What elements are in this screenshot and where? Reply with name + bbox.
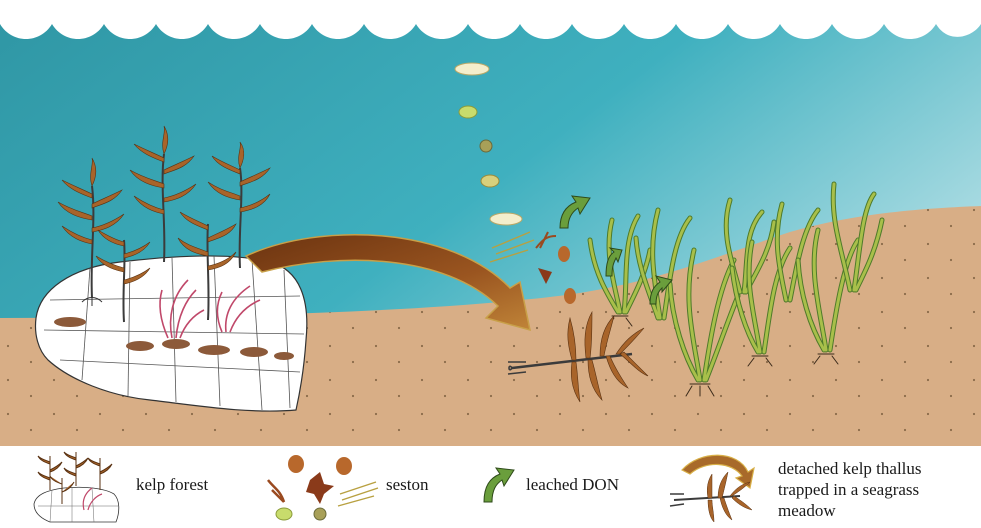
kelp-forest-icon: [30, 450, 126, 524]
legend-label-kelp-forest: kelp forest: [136, 474, 208, 495]
legend: kelp forest seston leached DON detached …: [0, 446, 981, 528]
legend-label-detached-kelp-line-2: trapped in a seagrass: [778, 479, 922, 500]
legend-label-leached-don: leached DON: [526, 474, 619, 495]
habitat-diagram: [0, 0, 981, 446]
legend-label-seston: seston: [386, 474, 429, 495]
detached-kelp-icon: [646, 448, 758, 524]
legend-label-detached-kelp-line-1: detached kelp thallus: [778, 458, 922, 479]
leached-don-arrow-icon: [480, 464, 516, 504]
legend-label-detached-kelp-line-3: meadow: [778, 500, 922, 521]
legend-label-detached-kelp: detached kelp thallus trapped in a seagr…: [778, 458, 922, 521]
seston-icon: [262, 450, 380, 522]
